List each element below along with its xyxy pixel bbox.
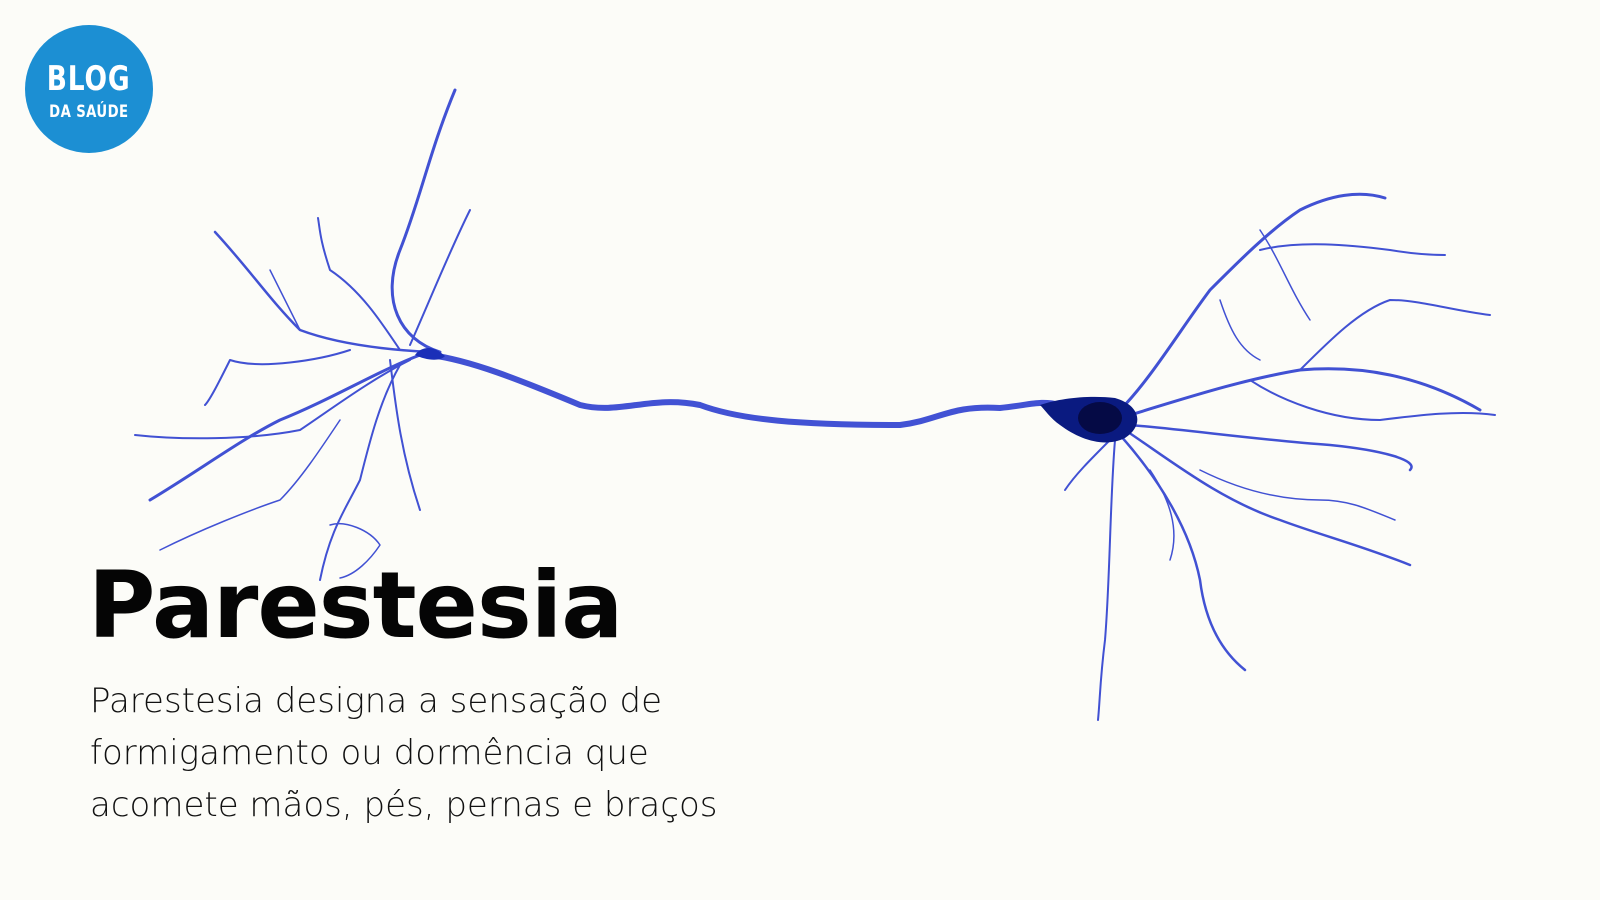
description-line-1: Parestesia designa a sensação de: [90, 681, 662, 721]
blog-logo[interactable]: BLOG DA SAÚDE: [25, 25, 153, 153]
logo-text-da-saude: DA SAÚDE: [49, 101, 129, 122]
description-line-2: formigamento ou dormência que: [90, 733, 649, 773]
page-description: Parestesia designa a sensação de formiga…: [90, 675, 810, 831]
description-line-3: acomete mãos, pés, pernas e braços: [90, 785, 718, 825]
logo-text-blog: BLOG: [47, 58, 131, 99]
page-title: Parestesia: [88, 552, 623, 659]
